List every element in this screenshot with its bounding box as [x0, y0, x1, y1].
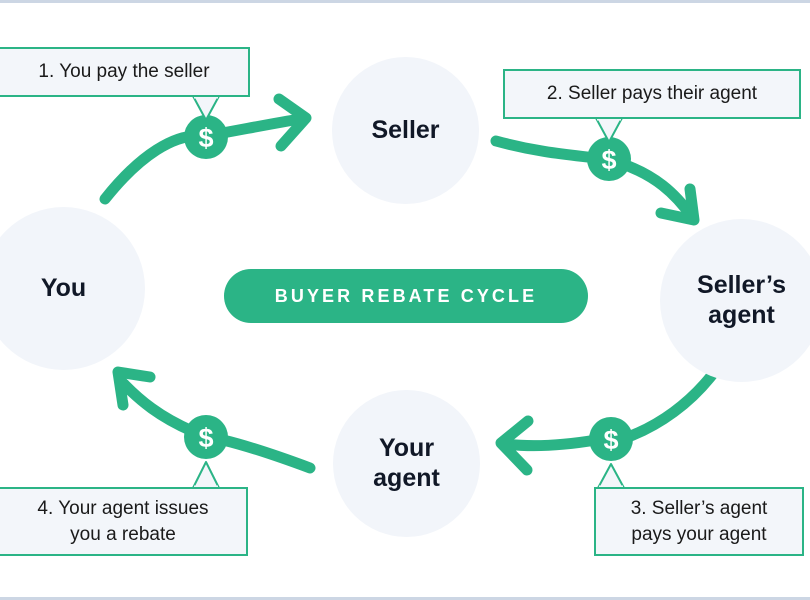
callout-2-tail: [595, 117, 623, 143]
node-seller-agent[interactable]: Seller’s agent: [660, 219, 810, 382]
flow-arrows-layer: $ $ $ $: [99, 93, 718, 489]
node-you-label: You: [40, 273, 87, 302]
arrow-path-youragent-to-you-b: [115, 375, 198, 437]
arrow-path-youragent-to-you-a: [217, 434, 316, 474]
callout-step-2-text: 2. Seller pays their agent: [546, 83, 758, 105]
callout-step-4: 4. Your agent issues you a rebate: [0, 487, 248, 556]
callout-tails-group: [192, 95, 625, 489]
money-badge-1-symbol: $: [198, 123, 213, 153]
arrowhead-to-seller-agent: [655, 183, 700, 226]
center-badge: BUYER REBATE CYCLE: [224, 269, 588, 323]
node-seller-agent-label: Seller’s agent: [697, 271, 786, 329]
node-seller[interactable]: Seller: [332, 57, 479, 204]
node-your-agent[interactable]: Your agent: [333, 390, 480, 537]
money-badge-3-symbol: $: [603, 425, 618, 455]
money-badge-3: [589, 417, 633, 461]
arrow-path-seller-to-agent-b: [614, 157, 698, 223]
callout-4-tail: [192, 461, 220, 489]
money-badge-4: [184, 415, 228, 459]
money-badges-group: $ $ $ $: [184, 115, 633, 461]
callout-1-tail: [192, 95, 220, 121]
arrow-path-seller-to-agent-a: [490, 135, 602, 164]
money-badge-4-symbol: $: [198, 423, 213, 453]
money-badge-2-symbol: $: [601, 145, 616, 175]
callout-3-tail: [597, 463, 625, 489]
center-badge-label: BUYER REBATE CYCLE: [274, 285, 538, 306]
arrow-path-selleragent-to-youragent-b: [499, 434, 602, 452]
node-your-agent-label: Your agent: [373, 434, 440, 492]
node-seller-label: Seller: [371, 115, 440, 144]
arrowhead-to-you: [112, 366, 156, 411]
callout-step-4-text: 4. Your agent issues you a rebate: [37, 498, 209, 545]
arrowhead-to-seller: [273, 93, 312, 152]
callout-step-3: 3. Seller’s agent pays your agent: [594, 487, 804, 556]
arrowhead-to-your-agent: [495, 415, 534, 476]
callout-step-2: 2. Seller pays their agent: [503, 69, 801, 119]
callout-step-1: 1. You pay the seller: [0, 47, 250, 97]
money-badge-2: [587, 137, 631, 181]
callout-step-3-text: 3. Seller’s agent pays your agent: [630, 498, 768, 545]
arrow-path-selleragent-to-youragent-a: [622, 369, 718, 443]
node-you[interactable]: You: [0, 207, 145, 370]
money-badge-1: [184, 115, 228, 159]
callout-step-1-text: 1. You pay the seller: [38, 61, 210, 83]
